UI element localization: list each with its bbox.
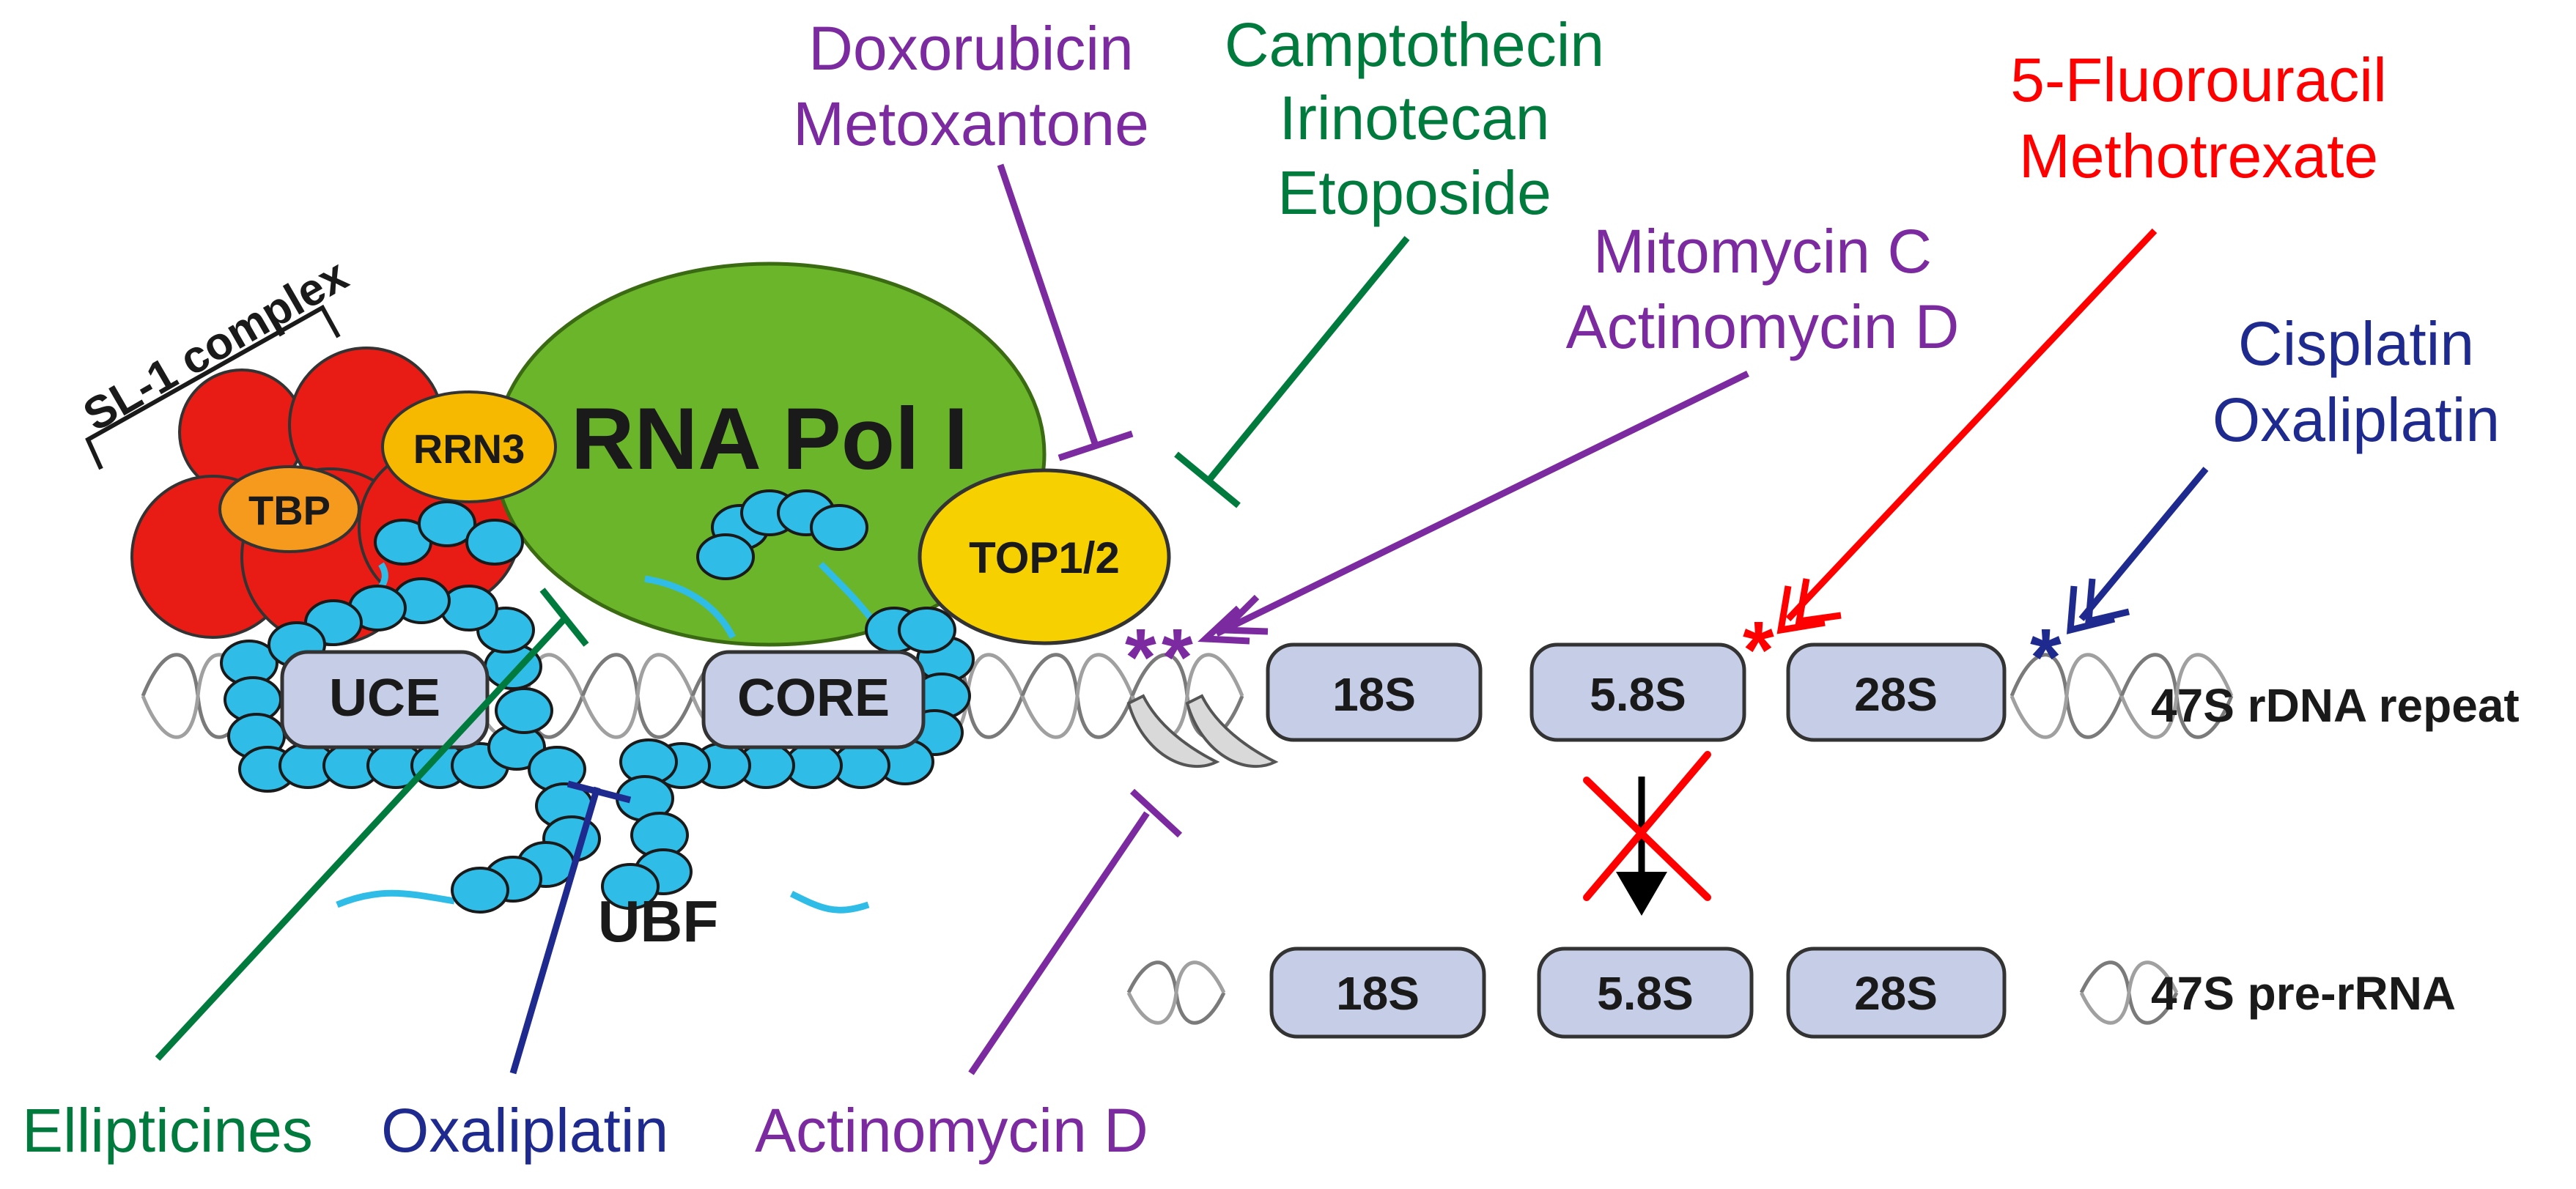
drug-mitomycin: Mitomycin C: [1593, 217, 1932, 286]
core-label: CORE: [737, 669, 890, 727]
purple-asterisk-2: *: [1162, 612, 1193, 703]
ubf-bead: [810, 504, 868, 551]
blue-asterisk: *: [2030, 612, 2062, 703]
cisplatin-arrow: [2066, 467, 2209, 634]
drug-oxaliplatin-bottom: Oxaliplatin: [381, 1096, 668, 1165]
ubf-bead: [418, 500, 476, 547]
pre-segment-18s: [1269, 947, 1486, 1039]
drug-cisplatin: Cisplatin: [2238, 309, 2474, 378]
pre-segment-5-8s-label: 5.8S: [1597, 967, 1694, 1020]
red-x-icon: [1583, 751, 1711, 901]
drug-etoposide: Etoposide: [1277, 158, 1551, 227]
helix-branch: [1126, 694, 1279, 768]
drug-ellipticines: Ellipticines: [22, 1096, 313, 1165]
ubf-bead: [696, 533, 755, 580]
segment-18s-label: 18S: [1332, 668, 1416, 721]
drug-methotrexate: Methotrexate: [2019, 122, 2378, 190]
drug-fluorouracil: 5-Fluorouracil: [2010, 45, 2387, 114]
rrn3-protein: [381, 390, 557, 503]
camptothecin-inhibition: [1174, 236, 1410, 508]
top-label: TOP1/2: [969, 533, 1120, 582]
drug-doxorubicin: Doxorubicin: [808, 14, 1134, 83]
ubf-label: UBF: [598, 889, 718, 954]
segment-5-8s: [1529, 642, 1746, 742]
segment-18s: [1266, 642, 1483, 742]
pre-segment-5-8s: [1537, 947, 1754, 1039]
ubf-bead: [451, 867, 509, 914]
tbp-label: TBP: [248, 487, 331, 533]
tbp-protein: [218, 465, 361, 553]
drug-actinomycin-top: Actinomycin D: [1566, 292, 1960, 361]
helix-strand: [2009, 653, 2124, 739]
helix-strand: [580, 653, 695, 739]
helix-strand: [2079, 960, 2179, 1025]
helix-strand: [1020, 653, 1134, 739]
ubf-bead: [601, 863, 660, 910]
drug-oxaliplatin-right: Oxaliplatin: [2213, 385, 2500, 454]
drug-actinomycin-bottom: Actinomycin D: [755, 1096, 1148, 1165]
ubf-beads: [220, 489, 975, 914]
drug-metoxantone: Metoxantone: [793, 89, 1149, 158]
sl1-bracket: [85, 304, 341, 470]
helix-strand: [2119, 653, 2234, 739]
rdna-repeat-label: 47S rDNA repeat: [2151, 679, 2520, 732]
segment-28s: [1786, 642, 2007, 742]
doxorubicin-inhibition: [997, 163, 1134, 462]
rna-pol-i-label: RNA Pol I: [571, 390, 968, 488]
uce-label: UCE: [329, 669, 440, 727]
segment-28s-label: 28S: [1854, 668, 1938, 721]
mitomycin-arrow: [1197, 370, 1749, 645]
fluorouracil-arrow: [1776, 228, 2158, 634]
ellipticines-inhibition: [155, 588, 589, 1062]
pre-segment-18s-label: 18S: [1336, 967, 1420, 1020]
ubf-bead: [465, 519, 524, 566]
helix-strand: [1126, 960, 1226, 1025]
purple-asterisk-1: *: [1125, 612, 1156, 703]
pre-segment-28s-label: 28S: [1854, 967, 1938, 1020]
ubf-bead: [495, 687, 553, 734]
actinomycin-inhibition: [968, 788, 1183, 1075]
segment-5-8s-label: 5.8S: [1590, 668, 1686, 721]
pre-rrna-helix: [1126, 960, 2179, 1025]
pre-rrna-label: 47S pre-rRNA: [2151, 967, 2456, 1020]
rrn3-label: RRN3: [413, 426, 525, 472]
red-asterisk: *: [1743, 605, 1774, 695]
drug-camptothecin: Camptothecin: [1225, 10, 1604, 79]
top1-2-protein: [918, 468, 1171, 645]
pre-segment-28s: [1786, 947, 2007, 1039]
ubf-bead: [440, 585, 498, 631]
oxaliplatin-inhibition: [509, 780, 632, 1075]
ubf-bead: [898, 607, 956, 653]
core-element: [701, 650, 926, 749]
drug-irinotecan: Irinotecan: [1280, 84, 1550, 152]
